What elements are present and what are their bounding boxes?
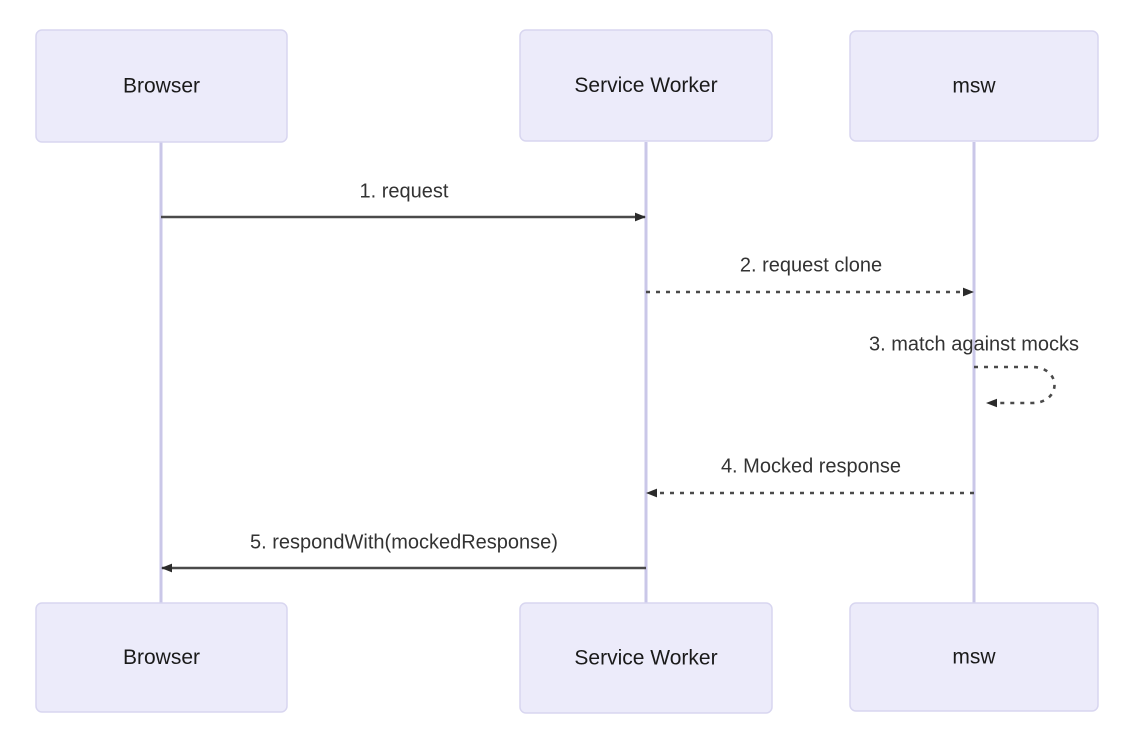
actor-label-msw-top: msw xyxy=(952,75,996,98)
message-2-request-clone[interactable]: 2. request clone xyxy=(646,254,974,297)
lifelines-group xyxy=(159,142,976,603)
actor-label-browser-bottom: Browser xyxy=(123,646,200,669)
message-label-4: 4. Mocked response xyxy=(721,455,901,477)
message-label-2: 2. request clone xyxy=(740,254,882,276)
actor-box-browser-bottom[interactable]: Browser xyxy=(35,602,288,713)
actor-box-service-worker-top[interactable]: Service Worker xyxy=(519,29,773,142)
actor-box-msw-top[interactable]: msw xyxy=(849,30,1099,142)
actor-label-service-worker-top: Service Worker xyxy=(574,74,717,97)
message-label-5: 5. respondWith(mockedResponse) xyxy=(250,531,558,553)
message-label-1: 1. request xyxy=(360,180,449,202)
message-1-request[interactable]: 1. request xyxy=(161,180,646,222)
actor-rect-msw-bottom xyxy=(849,602,1099,712)
actor-label-service-worker-bottom: Service Worker xyxy=(574,647,717,670)
actor-rect-browser-bottom xyxy=(35,602,288,713)
actor-boxes-top: Browser Service Worker msw xyxy=(35,29,1099,143)
actor-rect-browser-top xyxy=(35,29,288,143)
message-3-match-against-mocks[interactable]: 3. match against mocks xyxy=(869,333,1079,408)
actor-box-service-worker-bottom[interactable]: Service Worker xyxy=(519,602,773,714)
message-4-mocked-response[interactable]: 4. Mocked response xyxy=(646,455,974,498)
actor-label-msw-bottom: msw xyxy=(952,646,996,669)
actor-rect-service-worker-top xyxy=(519,29,773,142)
messages-group: 1. request 2. request clone 3. match aga… xyxy=(161,180,1079,573)
message-label-3: 3. match against mocks xyxy=(869,333,1079,355)
actor-box-browser-top[interactable]: Browser xyxy=(35,29,288,143)
actor-boxes-bottom: Browser Service Worker msw xyxy=(35,602,1099,714)
actor-box-msw-bottom[interactable]: msw xyxy=(849,602,1099,712)
actor-rect-service-worker-bottom xyxy=(519,602,773,714)
actor-rect-msw-top xyxy=(849,30,1099,142)
actor-label-browser-top: Browser xyxy=(123,75,200,98)
message-line-3 xyxy=(974,365,1056,408)
message-5-respond-with[interactable]: 5. respondWith(mockedResponse) xyxy=(161,531,646,573)
